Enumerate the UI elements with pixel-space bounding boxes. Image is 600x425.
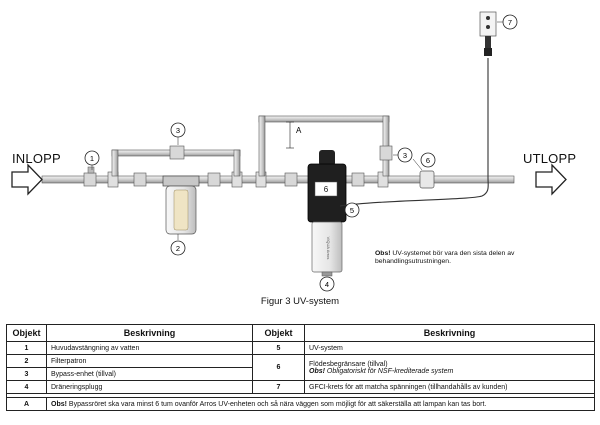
item-number: 3 <box>6 367 47 381</box>
item-note-bold: Obs! <box>309 367 325 375</box>
figure-caption: Figur 3 UV-system <box>260 296 340 307</box>
flow-restrictor <box>419 170 435 189</box>
item-number: 4 <box>6 380 47 394</box>
dimension-a-label: A <box>296 126 302 135</box>
item-description: Bypass-enhet (tillval) <box>46 367 253 381</box>
callout-2: 2 <box>176 244 180 253</box>
item-description: Filterpatron <box>46 354 253 368</box>
legend-header-row: Objekt Beskrivning Objekt Beskrivning <box>6 324 595 342</box>
pipe-coupling <box>284 172 298 187</box>
callout-6: 6 <box>426 156 430 165</box>
table-footer-row: A Obs! Bypassröret ska vara minst 6 tum … <box>6 397 595 411</box>
footer-note: Obs! Bypassröret ska vara minst 6 tum ov… <box>46 397 595 411</box>
item-number: 6 <box>252 354 305 381</box>
callout-1: 1 <box>90 154 94 163</box>
item-number: 5 <box>252 341 305 355</box>
uv-brand-text: VIQUA Arros <box>326 237 331 260</box>
header-beskrivning-2: Beskrivning <box>304 324 595 342</box>
callout-4: 4 <box>325 280 329 289</box>
filter-cartridge <box>162 175 200 235</box>
item-number: 7 <box>252 380 305 394</box>
header-beskrivning-1: Beskrivning <box>46 324 253 342</box>
power-cord <box>339 58 489 207</box>
footer-note-text: Bypassröret ska vara minst 6 tum ovanför… <box>68 400 487 408</box>
item-description: Dräneringsplugg <box>46 380 253 394</box>
item-number: 2 <box>6 354 47 368</box>
bypass-valve-left <box>169 145 185 160</box>
callout-7: 7 <box>508 18 512 27</box>
gfci-outlet <box>479 11 497 56</box>
item-description: GFCI-krets för att matcha spänningen (ti… <box>304 380 595 394</box>
outlet-arrow <box>535 163 567 196</box>
item-description: Huvudavstängning av vatten <box>46 341 253 355</box>
bypass-pipe-right <box>258 115 390 123</box>
item-description-6: Flödesbegränsare (tillval) Obs! Obligato… <box>304 354 595 381</box>
item-description: UV-system <box>304 341 595 355</box>
inlet-arrow <box>11 163 43 196</box>
outlet-label: UTLOPP <box>523 151 577 166</box>
callout-5: 5 <box>350 206 354 215</box>
legend-table: Objekt Beskrivning Objekt Beskrivning 1 … <box>6 324 595 411</box>
uv-system-unit: 6 VIQUA Arros <box>307 150 347 277</box>
table-row: 2 Filterpatron 6 Flödesbegränsare (tillv… <box>6 354 595 381</box>
footer-note-bold: Obs! <box>51 400 67 408</box>
uv-note: Obs! UV-systemet bör vara den sista dele… <box>375 250 565 266</box>
uv-note-text: UV-systemet bör vara den sista delen av … <box>375 250 515 265</box>
item-number: A <box>6 397 47 411</box>
pipe-coupling <box>207 172 221 187</box>
callout-3-left: 3 <box>176 126 180 135</box>
uv-note-bold: Obs! <box>375 250 391 257</box>
pipe-coupling <box>133 172 147 187</box>
header-objekt-2: Objekt <box>252 324 305 342</box>
table-row: 1 Huvudavstängning av vatten 5 UV-system <box>6 341 595 355</box>
item-description: Flödesbegränsare (tillval) <box>309 360 388 368</box>
item-number: 1 <box>6 341 47 355</box>
main-shutoff-valve <box>83 166 97 187</box>
callout-3-right: 3 <box>403 151 407 160</box>
uv-system-diagram: A 6 VIQUA Arros 1 2 3 3 <box>11 11 567 292</box>
inlet-label: INLOPP <box>12 151 61 166</box>
table-row: 4 Dräneringsplugg 7 GFCI-krets för att m… <box>6 380 595 394</box>
header-objekt-1: Objekt <box>6 324 47 342</box>
uv-display-value: 6 <box>324 185 329 194</box>
item-note: Obligatoriskt för NSF-krediterade system <box>326 367 454 375</box>
bypass-valve-right <box>379 145 393 161</box>
pipe-coupling <box>351 172 365 187</box>
